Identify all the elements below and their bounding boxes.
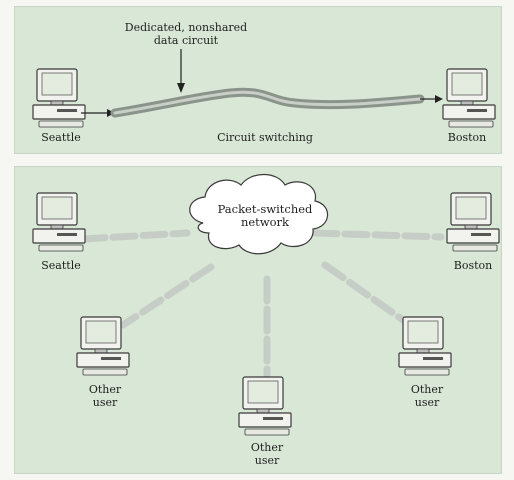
packet-links: [79, 229, 445, 383]
other-user-right-label: Other user: [397, 383, 457, 409]
link-other-right: [321, 261, 417, 331]
other-user-center-label: Other user: [237, 441, 297, 467]
cloud-line-1: Packet-switched: [217, 202, 313, 216]
boston-computer-icon: [442, 68, 496, 128]
cloud-line-2: network: [240, 215, 290, 229]
other-user-center-computer-icon: [238, 376, 292, 436]
other-user-right-line-2: user: [414, 396, 440, 409]
other-user-left-label: Other user: [75, 383, 135, 409]
link-boston: [311, 229, 445, 241]
packet-network-cloud-icon: [189, 173, 329, 255]
callout-arrow-icon: [177, 49, 185, 93]
other-user-center-line-1: Other: [250, 441, 284, 454]
callout-line-2: data circuit: [153, 34, 219, 47]
seattle-arrow-icon: [81, 109, 115, 117]
boston-label: Boston: [447, 131, 487, 144]
cloud-label: Packet-switched network: [215, 203, 315, 229]
packet-switching-panel: Packet-switched network Seattle Boston O…: [14, 166, 502, 474]
other-user-right-computer-icon: [398, 316, 452, 376]
circuit-switching-caption: Circuit switching: [217, 131, 313, 144]
callout-line-1: Dedicated, nonshared: [124, 21, 248, 34]
packet-switching-diagram: [32, 173, 500, 436]
seattle-label: Seattle: [41, 131, 81, 144]
circuit-callout-label: Dedicated, nonshared data circuit: [111, 21, 261, 47]
link-other-left: [119, 263, 215, 329]
other-user-right-line-1: Other: [410, 383, 444, 396]
boston-label: Boston: [453, 259, 493, 272]
boston-computer-icon: [446, 192, 500, 252]
boston-arrow-icon: [420, 95, 443, 103]
circuit-switching-diagram: [32, 49, 496, 128]
other-user-center-line-2: user: [254, 454, 280, 467]
link-seattle: [79, 229, 191, 243]
other-user-left-line-2: user: [92, 396, 118, 409]
circuit-switching-panel: Dedicated, nonshared data circuit Seattl…: [14, 6, 502, 154]
other-user-left-line-1: Other: [88, 383, 122, 396]
other-user-left-computer-icon: [76, 316, 130, 376]
seattle-computer-icon: [32, 192, 86, 252]
seattle-label: Seattle: [41, 259, 81, 272]
seattle-computer-icon: [32, 68, 86, 128]
